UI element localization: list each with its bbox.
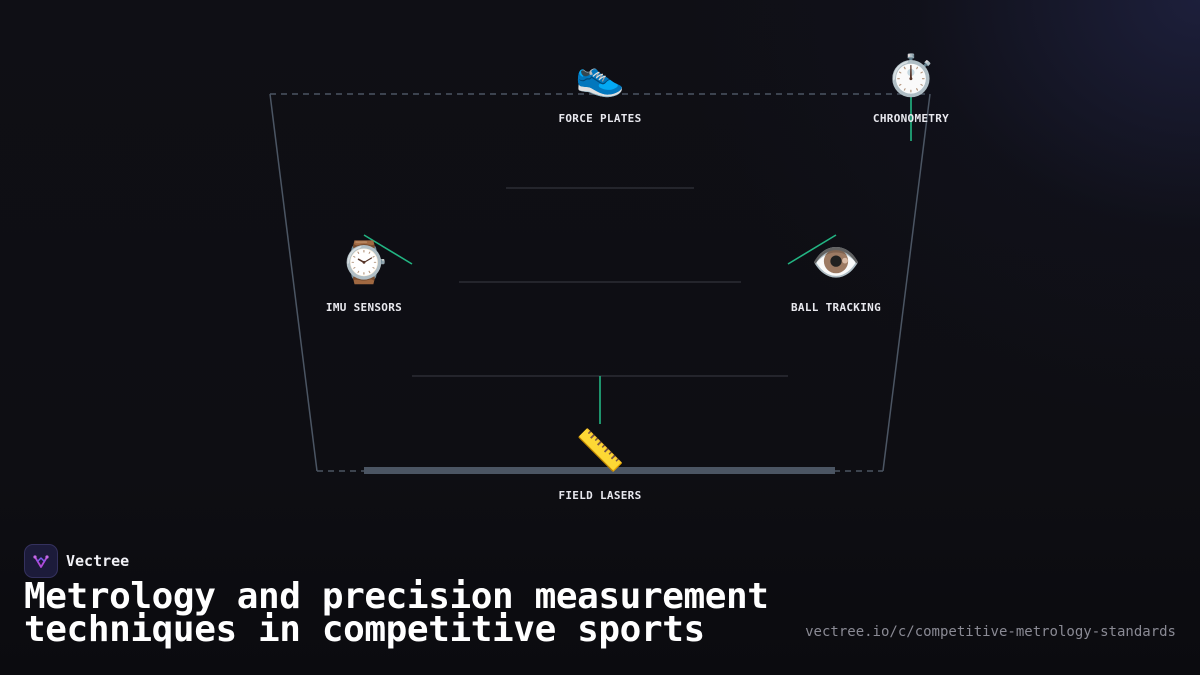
page-title: Metrology and precision measurement tech… [24, 579, 824, 648]
node-force-plates: 👟 FORCE PLATES [558, 53, 641, 125]
brand: Vectree [24, 544, 129, 578]
node-imu-sensors: ⌚ IMU SENSORS [326, 239, 402, 314]
node-label-field-lasers: FIELD LASERS [558, 489, 641, 502]
running-shoe-icon: 👟 [575, 53, 625, 99]
page-title-line-1: Metrology and precision measurement [24, 576, 769, 617]
wristwatch-icon: ⌚ [339, 239, 389, 286]
brand-name: Vectree [66, 552, 130, 570]
page-title-line-2: techniques in competitive sports [24, 609, 705, 650]
node-field-lasers: 📏 FIELD LASERS [558, 427, 641, 502]
outline-right-edge [882, 93, 931, 472]
eye-icon: 👁️ [811, 240, 861, 286]
node-label-chronometry: CHRONOMETRY [873, 112, 949, 125]
node-label-force-plates: FORCE PLATES [558, 112, 641, 125]
base-bar [364, 467, 835, 474]
connector-ball-tracking [787, 234, 837, 265]
outline-left-edge [269, 93, 318, 472]
node-chronometry: ⏱️ CHRONOMETRY [873, 52, 949, 125]
connector-imu-sensors [363, 234, 413, 265]
node-label-imu-sensors: IMU SENSORS [326, 301, 402, 314]
node-label-ball-tracking: BALL TRACKING [791, 301, 881, 314]
vectree-logo-icon [24, 544, 58, 578]
ruler-icon: 📏 [575, 427, 625, 474]
node-ball-tracking: 👁️ BALL TRACKING [791, 240, 881, 314]
stopwatch-icon: ⏱️ [886, 52, 936, 99]
source-url: vectree.io/c/competitive-metrology-stand… [805, 624, 1176, 640]
